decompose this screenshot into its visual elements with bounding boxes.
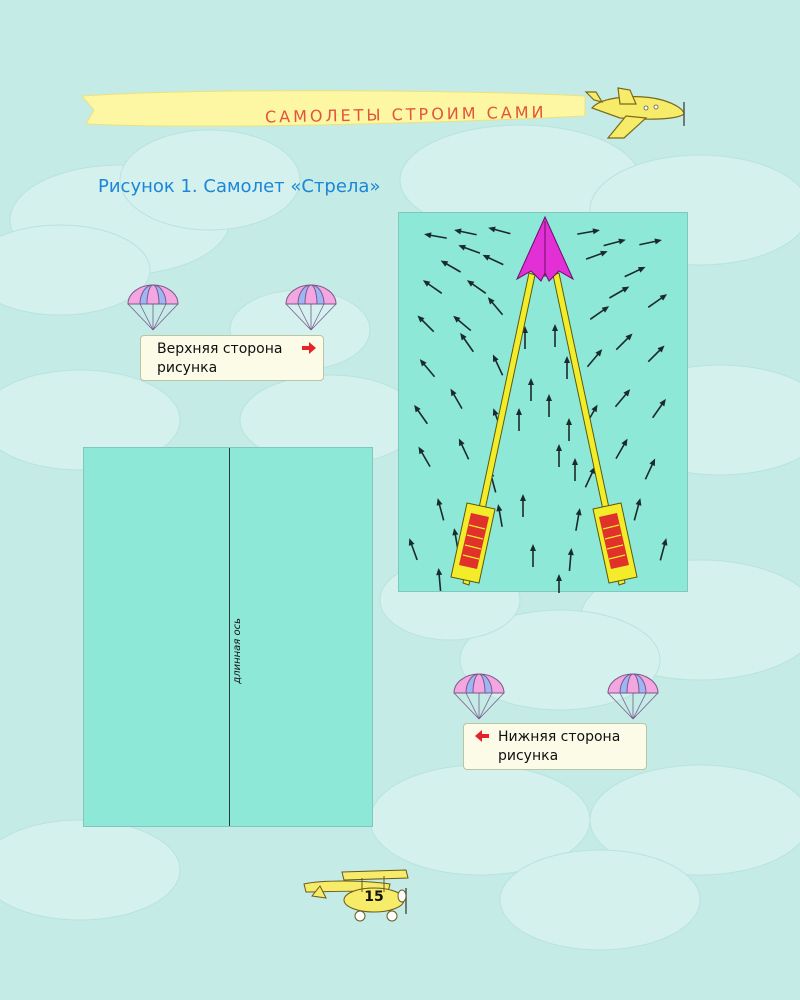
small-arrow-icon bbox=[577, 228, 600, 235]
fold-axis-line bbox=[229, 448, 230, 826]
red-arrow-icon bbox=[302, 342, 316, 354]
small-arrow-icon bbox=[454, 228, 477, 236]
small-arrow-icon bbox=[488, 226, 511, 235]
small-arrow-icon bbox=[492, 354, 504, 376]
right-arrow-fletching bbox=[592, 502, 638, 584]
top-label-line1: Верхняя сторона bbox=[157, 341, 283, 357]
small-arrow-icon bbox=[482, 254, 504, 266]
small-arrow-icon bbox=[520, 494, 526, 517]
small-arrow-icon bbox=[418, 446, 431, 467]
small-arrow-icon bbox=[603, 238, 626, 247]
parachute-icon bbox=[453, 673, 505, 720]
small-arrow-icon bbox=[652, 398, 666, 419]
small-arrow-icon bbox=[609, 286, 630, 299]
small-arrow-icon bbox=[417, 315, 435, 333]
small-arrow-icon bbox=[585, 250, 608, 260]
small-arrow-icon bbox=[458, 244, 481, 254]
small-arrow-icon bbox=[639, 238, 662, 246]
small-arrow-icon bbox=[556, 574, 562, 593]
arrowhead-icon bbox=[515, 215, 575, 282]
small-arrow-icon bbox=[436, 498, 445, 521]
small-arrow-icon bbox=[496, 504, 503, 527]
small-arrow-icon bbox=[419, 359, 436, 378]
small-arrow-icon bbox=[647, 345, 665, 363]
small-arrow-icon bbox=[530, 544, 536, 567]
left-arrow-fletching bbox=[450, 502, 496, 584]
small-arrow-icon bbox=[460, 332, 474, 353]
small-arrow-icon bbox=[436, 568, 443, 592]
top-label-line2: рисунка bbox=[157, 360, 218, 376]
arrow-figure bbox=[408, 215, 668, 593]
small-arrow-icon bbox=[440, 260, 461, 273]
small-arrow-icon bbox=[659, 538, 668, 561]
parachute-icon bbox=[607, 673, 659, 720]
bottom-label-line1: Нижняя сторона bbox=[498, 729, 621, 745]
parachute-icon bbox=[127, 284, 179, 331]
small-arrow-icon bbox=[453, 315, 472, 332]
small-arrow-icon bbox=[614, 389, 631, 408]
small-arrow-icon bbox=[458, 438, 470, 460]
small-arrow-icon bbox=[586, 349, 603, 368]
small-arrow-icon bbox=[422, 280, 443, 294]
small-arrow-icon bbox=[552, 324, 558, 347]
small-arrow-icon bbox=[615, 438, 628, 459]
small-arrow-icon bbox=[408, 538, 418, 561]
small-arrow-icon bbox=[487, 297, 504, 316]
small-arrow-icon bbox=[556, 444, 562, 467]
small-arrow-icon bbox=[516, 408, 522, 431]
small-arrow-icon bbox=[466, 280, 487, 294]
figure-title: Рисунок 1. Самолет «Стрела» bbox=[98, 176, 381, 197]
small-arrow-icon bbox=[564, 356, 570, 379]
page-number: 15 bbox=[364, 889, 384, 905]
bottom-side-label: Нижняя сторона рисунка bbox=[463, 723, 647, 770]
small-arrow-icon bbox=[450, 388, 463, 409]
small-arrow-icon bbox=[424, 232, 447, 239]
biplane-icon bbox=[303, 869, 409, 922]
arrow-figure-panel bbox=[398, 212, 688, 593]
small-arrow-icon bbox=[647, 294, 668, 308]
fold-template-panel: длинная ось bbox=[83, 447, 373, 827]
small-arrow-icon bbox=[567, 548, 574, 572]
axis-label: длинная ось bbox=[232, 618, 243, 684]
small-arrow-icon bbox=[572, 458, 578, 481]
airplane-icon bbox=[584, 87, 685, 139]
parachute-icon bbox=[285, 284, 337, 331]
small-arrow-icon bbox=[633, 498, 642, 521]
small-arrow-icon bbox=[575, 508, 582, 531]
red-arrow-icon bbox=[475, 730, 489, 742]
small-arrow-icon bbox=[528, 378, 534, 401]
small-arrows-group bbox=[408, 226, 668, 593]
small-arrow-icon bbox=[546, 394, 552, 417]
header-banner bbox=[80, 87, 685, 139]
small-arrow-icon bbox=[615, 333, 633, 351]
top-side-label: Верхняя сторона рисунка bbox=[140, 335, 324, 381]
small-arrow-icon bbox=[624, 266, 646, 278]
small-arrow-icon bbox=[566, 418, 572, 441]
bottom-label-line2: рисунка bbox=[498, 748, 559, 764]
small-arrow-icon bbox=[414, 404, 428, 425]
small-arrow-icon bbox=[644, 458, 656, 480]
small-arrow-icon bbox=[589, 306, 610, 320]
